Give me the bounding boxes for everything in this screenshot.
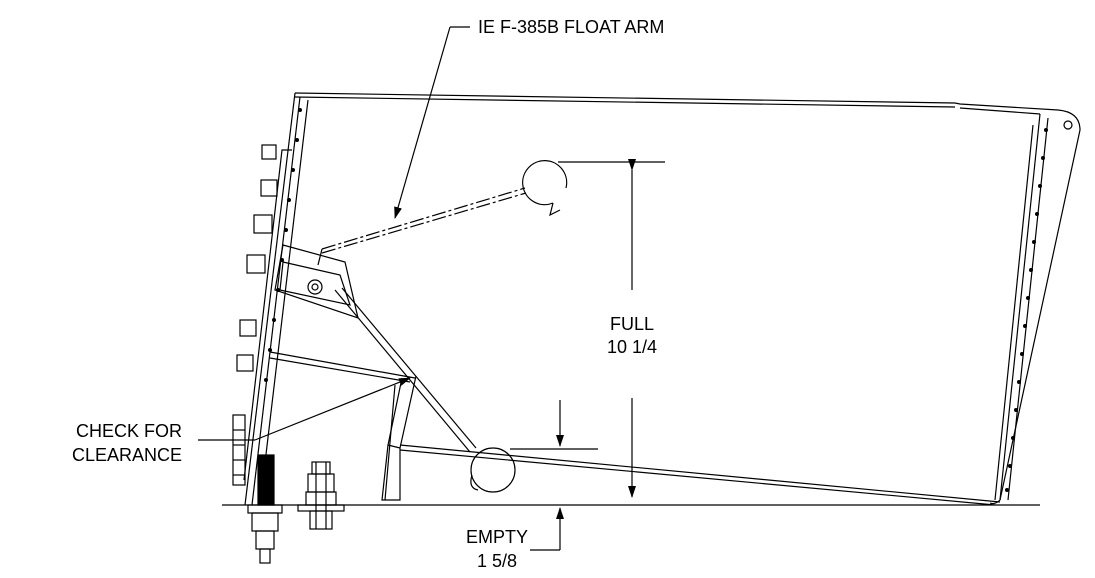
right-flange-bolts: [1005, 128, 1048, 492]
float-arm-label: IE F-385B FLOAT ARM: [478, 17, 665, 37]
check-clearance-leader: [198, 377, 411, 441]
internal-bracket: [269, 351, 417, 501]
drain-post: [247, 454, 283, 564]
vent-fitting: [297, 461, 345, 530]
empty-title: EMPTY: [465, 527, 528, 547]
empty-dimension: [510, 400, 598, 551]
full-title: FULL: [609, 314, 654, 334]
float-rest-plate: [399, 444, 1001, 503]
tank-outline: [244, 92, 1081, 506]
check-label-line2: CLEARANCE: [71, 445, 182, 465]
check-label-line1: CHECK FOR: [75, 421, 182, 441]
float-arm-full: [317, 160, 568, 266]
full-value: 10 1/4: [606, 337, 658, 357]
left-fittings: [232, 144, 292, 486]
float-mechanism: [274, 244, 359, 319]
full-dimension: [558, 159, 665, 498]
float-arm-empty: [334, 287, 516, 493]
empty-value: 1 5/8: [476, 551, 518, 571]
float-arm-leader: [394, 26, 470, 219]
